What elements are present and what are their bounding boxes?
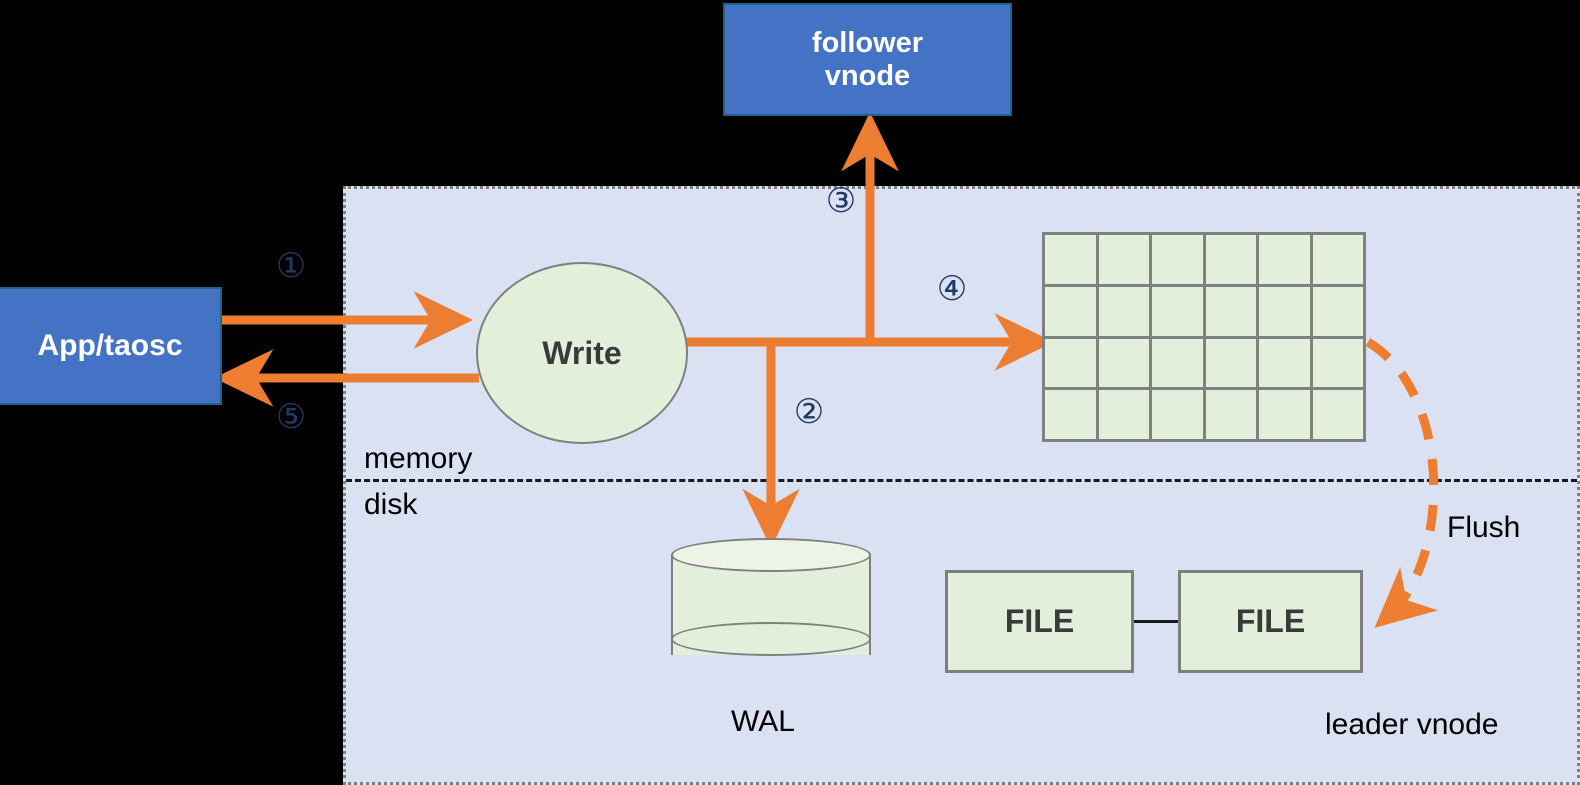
grid-cell — [1259, 286, 1310, 336]
step-number-2: ② — [793, 393, 825, 431]
grid-cell — [1312, 286, 1363, 336]
node-wal-cylinder[interactable] — [671, 538, 871, 672]
grid-cell — [1152, 286, 1203, 336]
grid-cell — [1205, 235, 1256, 284]
grid-cell — [1205, 338, 1256, 388]
grid-cell — [1152, 235, 1203, 284]
label-leader-vnode: leader vnode — [1325, 708, 1499, 741]
node-follower-vnode-label: follower vnode — [812, 27, 923, 92]
grid-cell — [1259, 338, 1310, 388]
grid-cell — [1259, 235, 1310, 284]
node-follower-vnode[interactable]: follower vnode — [723, 3, 1012, 116]
node-write-label: Write — [542, 334, 622, 371]
node-file-2-label: FILE — [1235, 603, 1306, 639]
node-app-taosc-label: App/taosc — [37, 329, 183, 363]
grid-cell — [1098, 286, 1149, 336]
grid-cell — [1045, 390, 1096, 439]
grid-cell — [1152, 390, 1203, 439]
grid-cell — [1045, 235, 1096, 284]
follower-line-1: follower — [811, 27, 924, 60]
node-file-2[interactable]: FILE — [1178, 570, 1363, 673]
file-connector-line — [1134, 620, 1178, 623]
grid-cell — [1312, 235, 1363, 284]
step-number-1: ① — [275, 247, 307, 285]
node-file-1-label: FILE — [1004, 603, 1075, 639]
node-write[interactable]: Write — [476, 262, 688, 444]
label-memory: memory — [364, 442, 473, 475]
label-disk: disk — [364, 488, 418, 521]
node-file-1[interactable]: FILE — [945, 570, 1134, 673]
grid-cell — [1312, 338, 1363, 388]
step-number-5: ⑤ — [275, 398, 307, 436]
step-number-3: ③ — [825, 182, 857, 220]
cylinder-bottom-ellipse — [671, 622, 871, 656]
follower-line-2: vnode — [824, 59, 911, 92]
memory-table-grid — [1042, 232, 1366, 442]
grid-cell — [1098, 390, 1149, 439]
label-flush: Flush — [1447, 511, 1521, 544]
memory-disk-divider — [346, 479, 1577, 482]
grid-cell — [1205, 286, 1256, 336]
grid-cell — [1312, 390, 1363, 439]
grid-cell — [1045, 286, 1096, 336]
grid-cell — [1045, 338, 1096, 388]
label-wal: WAL — [731, 705, 795, 738]
grid-cell — [1259, 390, 1310, 439]
grid-cell — [1098, 338, 1149, 388]
grid-cell — [1205, 390, 1256, 439]
cylinder-top-ellipse — [671, 538, 871, 572]
grid-cell — [1152, 338, 1203, 388]
node-app-taosc[interactable]: App/taosc — [0, 287, 222, 405]
grid-cell — [1098, 235, 1149, 284]
step-number-4: ④ — [936, 270, 968, 308]
